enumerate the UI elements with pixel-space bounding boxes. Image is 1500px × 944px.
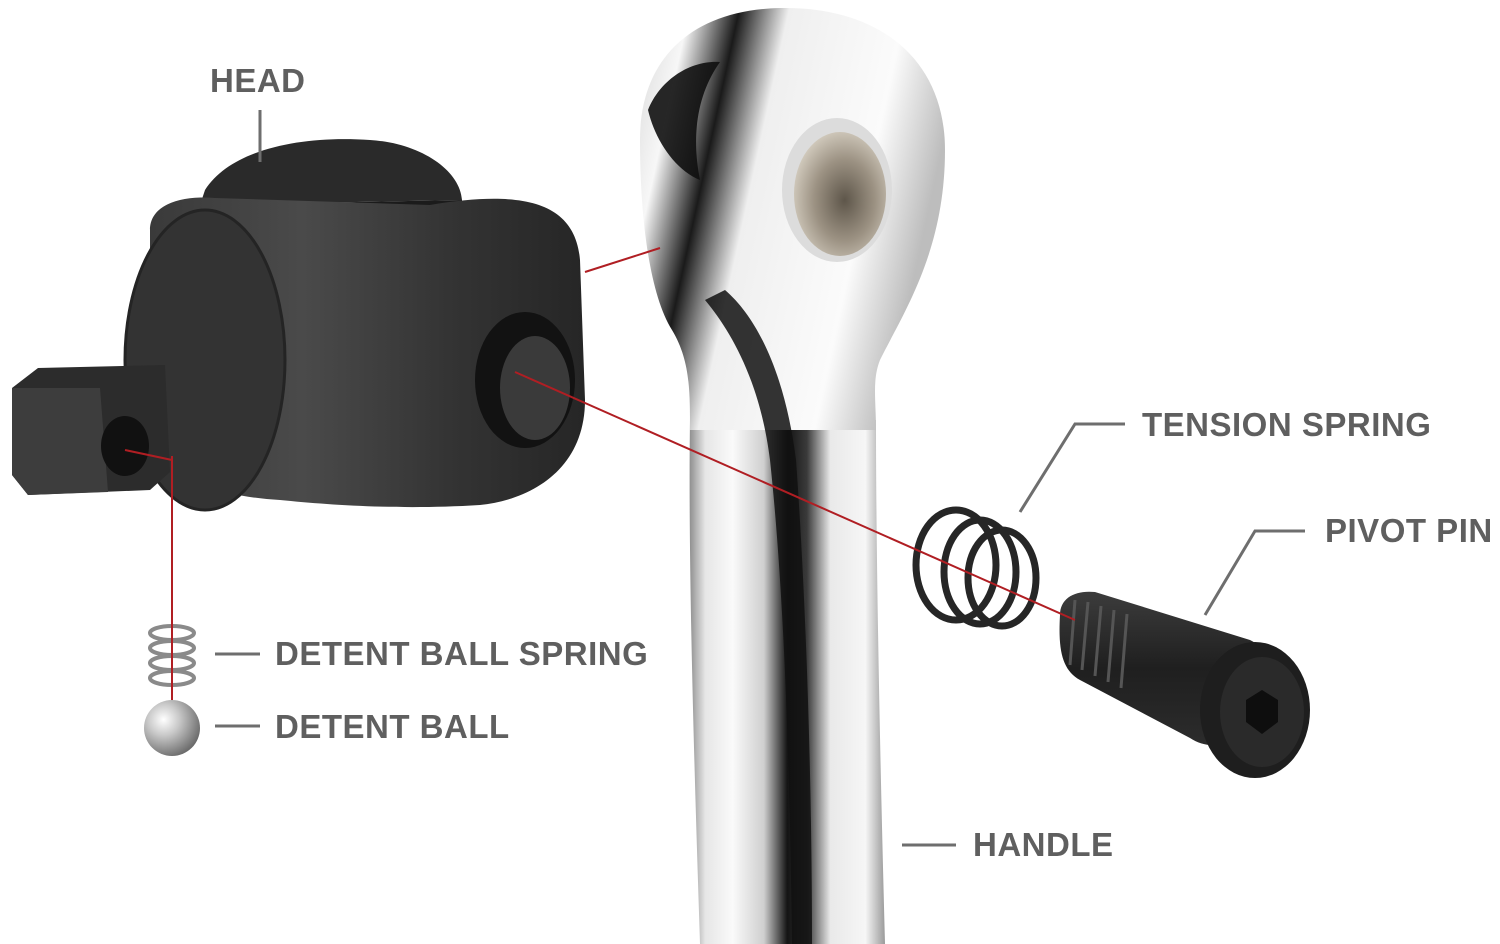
label-tension-spring: TENSION SPRING [1142,406,1432,443]
tension-spring-part [912,506,1040,630]
pivot-pin-threads [1068,599,1129,689]
guide-head-to-handle [584,247,661,273]
leader-tension-spring [1018,422,1125,513]
label-pivot-pin: PIVOT PIN [1325,512,1493,549]
wrench-handle [640,7,945,944]
handle-head-shadow [648,61,720,180]
label-handle: HANDLE [973,826,1114,863]
handle-reflection [705,290,812,944]
ratchet-head-part [12,139,585,512]
guide-detent-short [124,449,173,461]
label-detent-ball: DETENT BALL [275,708,510,745]
leader-lines [215,110,1305,847]
pivot-pin-part [1059,591,1310,778]
hex-socket-icon [1246,690,1278,734]
head-side-hole-inner [500,336,570,440]
label-head: HEAD [210,62,306,99]
head-top-tab [200,139,462,205]
label-detent-ball-spring: DETENT BALL SPRING [275,635,649,672]
drive-detent-hole [101,416,149,476]
detent-ball-part [144,700,200,756]
pivot-bore [794,132,886,256]
guide-hole-to-pin [514,371,1076,621]
assembly-guide-lines [124,247,1076,700]
drive-square-front [12,388,108,495]
leader-pivot-pin [1203,529,1305,616]
